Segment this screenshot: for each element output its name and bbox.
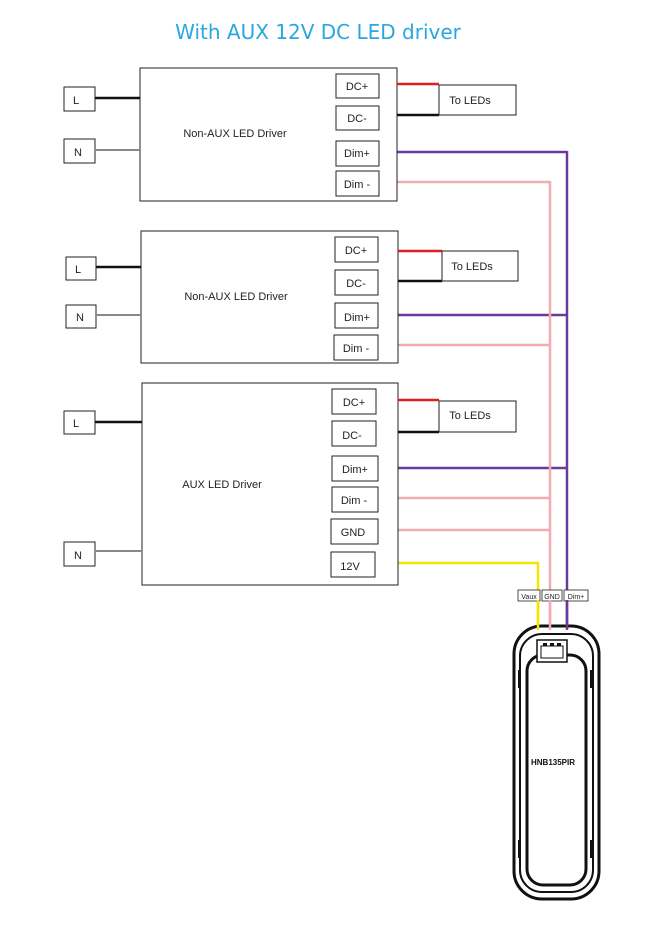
driver-2-terminal-dimplus: [334, 302, 379, 329]
driver-1-mains-l-label: L: [73, 95, 79, 107]
v12-bus: [397, 561, 540, 628]
sensor-pin-vaux-label: Vaux: [521, 594, 537, 601]
driver-1-terminal-dimminus-label: Dim -: [344, 179, 371, 191]
driver-1: Non-AUX LED Driver DC+ DC- Dim+ Dim - To…: [63, 67, 517, 202]
driver-2-to-leds-box: [441, 250, 519, 282]
sensor-connector-pin-3: [557, 643, 561, 646]
driver-2-mains-n-label: N: [76, 312, 84, 324]
sensor-pin-gnd: [541, 589, 563, 602]
driver-3-terminal-12v: [330, 551, 376, 578]
sensor-outer-body: [512, 624, 601, 901]
driver-1-mains-l-box: [63, 86, 96, 112]
driver-2-mains-n-box: [65, 304, 97, 329]
driver-3-to-leds-label: To LEDs: [449, 410, 491, 422]
sensor-clip-right-top: [590, 670, 593, 688]
driver-3-terminal-dcminus-label: DC-: [342, 430, 362, 442]
driver-3-terminal-gnd: [330, 518, 379, 545]
dim-minus-bus: [397, 180, 552, 628]
sensor-pin-vaux: [517, 589, 541, 602]
driver-3-terminal-12v-label: 12V: [340, 561, 360, 573]
sensor-connector-pin-2: [550, 643, 554, 646]
driver-1-name: Non-AUX LED Driver: [183, 128, 287, 140]
driver-3-mains-n-label: N: [74, 550, 82, 562]
sensor-pin-gnd-label: GND: [544, 594, 560, 601]
driver-2-terminal-dimminus: [333, 334, 379, 361]
driver-3-name: AUX LED Driver: [182, 479, 262, 491]
driver-3-to-leds-box: [438, 400, 517, 433]
driver-1-terminal-dcminus: [335, 105, 380, 131]
driver-2-mains-l-box: [65, 256, 97, 281]
driver-3-body: [141, 382, 399, 586]
driver-2-terminal-dcminus-label: DC-: [346, 278, 366, 290]
driver-3-terminal-dimplus: [331, 455, 379, 482]
driver-2-to-leds-label: To LEDs: [451, 261, 493, 273]
driver-1-mains-n-label: N: [74, 147, 82, 159]
driver-3-terminal-gnd-label: GND: [341, 527, 366, 539]
driver-3-mains-l-label: L: [73, 418, 79, 430]
driver-2-terminal-dimminus-label: Dim -: [343, 343, 370, 355]
driver-3: AUX LED Driver DC+ DC- Dim+ Dim - GND 12…: [63, 382, 517, 586]
driver-3-terminal-dimminus-label: Dim -: [341, 495, 368, 507]
driver-1-terminal-dcminus-label: DC-: [347, 113, 367, 125]
driver-3-mains-l-box: [63, 410, 96, 435]
sensor: Vaux GND Dim+ HNB135PIR: [512, 589, 601, 901]
driver-1-terminal-dcplus-label: DC+: [346, 81, 368, 93]
driver-3-terminal-dimminus: [331, 486, 379, 513]
sensor-clip-left-bottom: [518, 840, 521, 858]
sensor-pin-dimplus: [563, 589, 589, 602]
sensor-clip-right-bottom: [590, 840, 593, 858]
sensor-connector-pin-1: [543, 643, 547, 646]
driver-1-terminal-dcplus: [335, 73, 380, 99]
driver-2-terminal-dimplus-label: Dim+: [344, 312, 370, 324]
sensor-inner-body: [519, 633, 594, 893]
sensor-pin-dimplus-label: Dim+: [568, 594, 585, 601]
driver-2-name: Non-AUX LED Driver: [184, 291, 288, 303]
driver-3-terminal-dcplus: [331, 388, 377, 415]
driver-1-terminal-dimplus-label: Dim+: [344, 148, 370, 160]
driver-1-terminal-dimplus: [335, 140, 380, 167]
driver-1-terminal-dimminus: [335, 170, 380, 197]
sensor-model-label: HNB135PIR: [531, 758, 575, 767]
driver-1-to-leds-box: [438, 84, 517, 116]
dim-plus-bus: [397, 150, 569, 628]
diagram-title: With AUX 12V DC LED driver: [175, 20, 461, 44]
driver-2: Non-AUX LED Driver DC+ DC- Dim+ Dim - To…: [65, 230, 519, 364]
driver-3-terminal-dcplus-label: DC+: [343, 397, 365, 409]
driver-2-terminal-dcminus: [334, 269, 379, 296]
driver-2-mains-l-label: L: [75, 264, 81, 276]
driver-1-to-leds-label: To LEDs: [449, 95, 491, 107]
driver-2-terminal-dcplus-label: DC+: [345, 245, 367, 257]
driver-3-terminal-dcminus: [331, 420, 377, 447]
driver-3-mains-n-box: [63, 541, 96, 567]
driver-3-terminal-dimplus-label: Dim+: [342, 464, 368, 476]
driver-2-terminal-dcplus: [334, 236, 379, 263]
sensor-clip-left-top: [518, 670, 521, 688]
